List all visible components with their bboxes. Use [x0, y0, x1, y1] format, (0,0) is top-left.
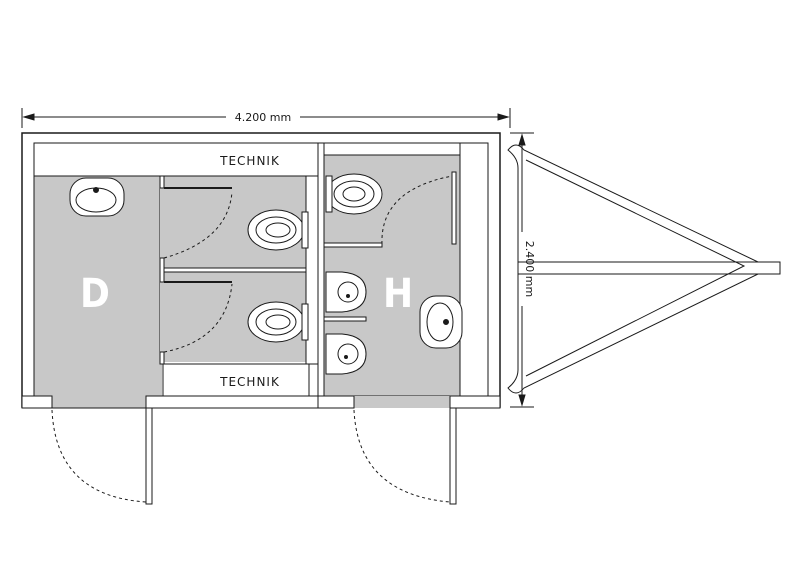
- gents-room-label: H: [383, 271, 413, 317]
- fixtures: [69, 173, 463, 375]
- ladies-sink: [69, 177, 125, 217]
- gents-sink: [419, 295, 463, 349]
- gents-urinal-2: [325, 333, 367, 375]
- ladies-toilet-1: [247, 209, 309, 251]
- technik-top-label: TECHNIK: [219, 154, 280, 168]
- gents-toilet: [325, 173, 383, 215]
- trailer-drawbar: [507, 144, 781, 394]
- ladies-entry-door: [145, 407, 153, 505]
- entry-door-leaves: [145, 407, 457, 505]
- ladies-room-label: D: [80, 271, 110, 317]
- doors: [51, 175, 453, 503]
- dimension-depth: [510, 132, 534, 408]
- dimension-width: [21, 108, 511, 128]
- depth-dimension-label: 2.400 mm: [523, 241, 536, 297]
- gents-entry-door: [449, 407, 457, 505]
- width-dimension-label: 4.200 mm: [235, 111, 291, 124]
- ladies-toilet-2: [247, 301, 309, 343]
- technik-bottom-room: [162, 363, 310, 397]
- technik-bottom-label: TECHNIK: [219, 375, 280, 389]
- gents-urinal-1: [325, 271, 367, 313]
- internal-walls: [21, 142, 501, 409]
